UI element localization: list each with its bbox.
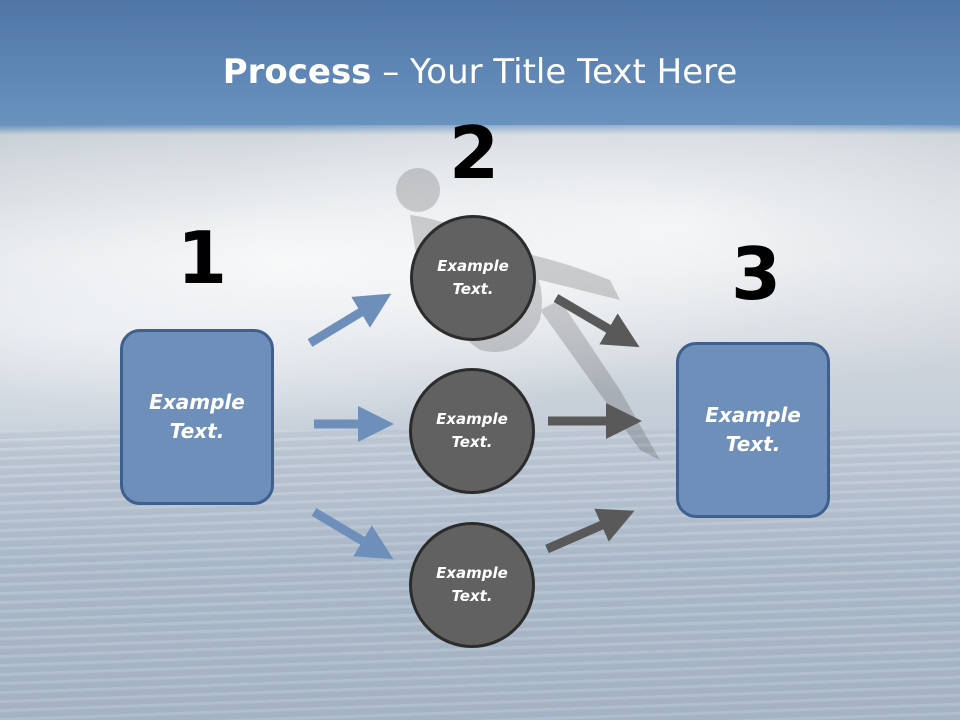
title-bold: Process (222, 52, 372, 92)
step-box-3[interactable]: Example Text. (676, 342, 830, 518)
step-circle-top-label: Example Text. (437, 257, 509, 298)
step-circle-bottom[interactable]: Example Text. (409, 522, 535, 648)
title-rest: – Your Title Text Here (371, 52, 738, 92)
arrow-from-top-circle (553, 294, 640, 348)
step-circle-middle-label: Example Text. (436, 410, 508, 451)
step-number-2: 2 (449, 111, 500, 195)
slide-title: Process – Your Title Text Here (0, 52, 960, 92)
arrow-to-top-circle (307, 293, 392, 347)
step-circle-bottom-label: Example Text. (436, 564, 508, 605)
step-number-3: 3 (731, 232, 782, 316)
step-box-1-label: Example Text. (149, 390, 245, 443)
arrow-from-bottom-circle (545, 508, 635, 554)
step-circle-top[interactable]: Example Text. (410, 215, 536, 341)
step-number-1: 1 (177, 216, 228, 300)
step-box-3-label: Example Text. (705, 403, 801, 456)
arrow-to-bottom-circle (311, 508, 394, 560)
step-circle-middle[interactable]: Example Text. (409, 368, 535, 494)
step-box-1[interactable]: Example Text. (120, 329, 274, 505)
